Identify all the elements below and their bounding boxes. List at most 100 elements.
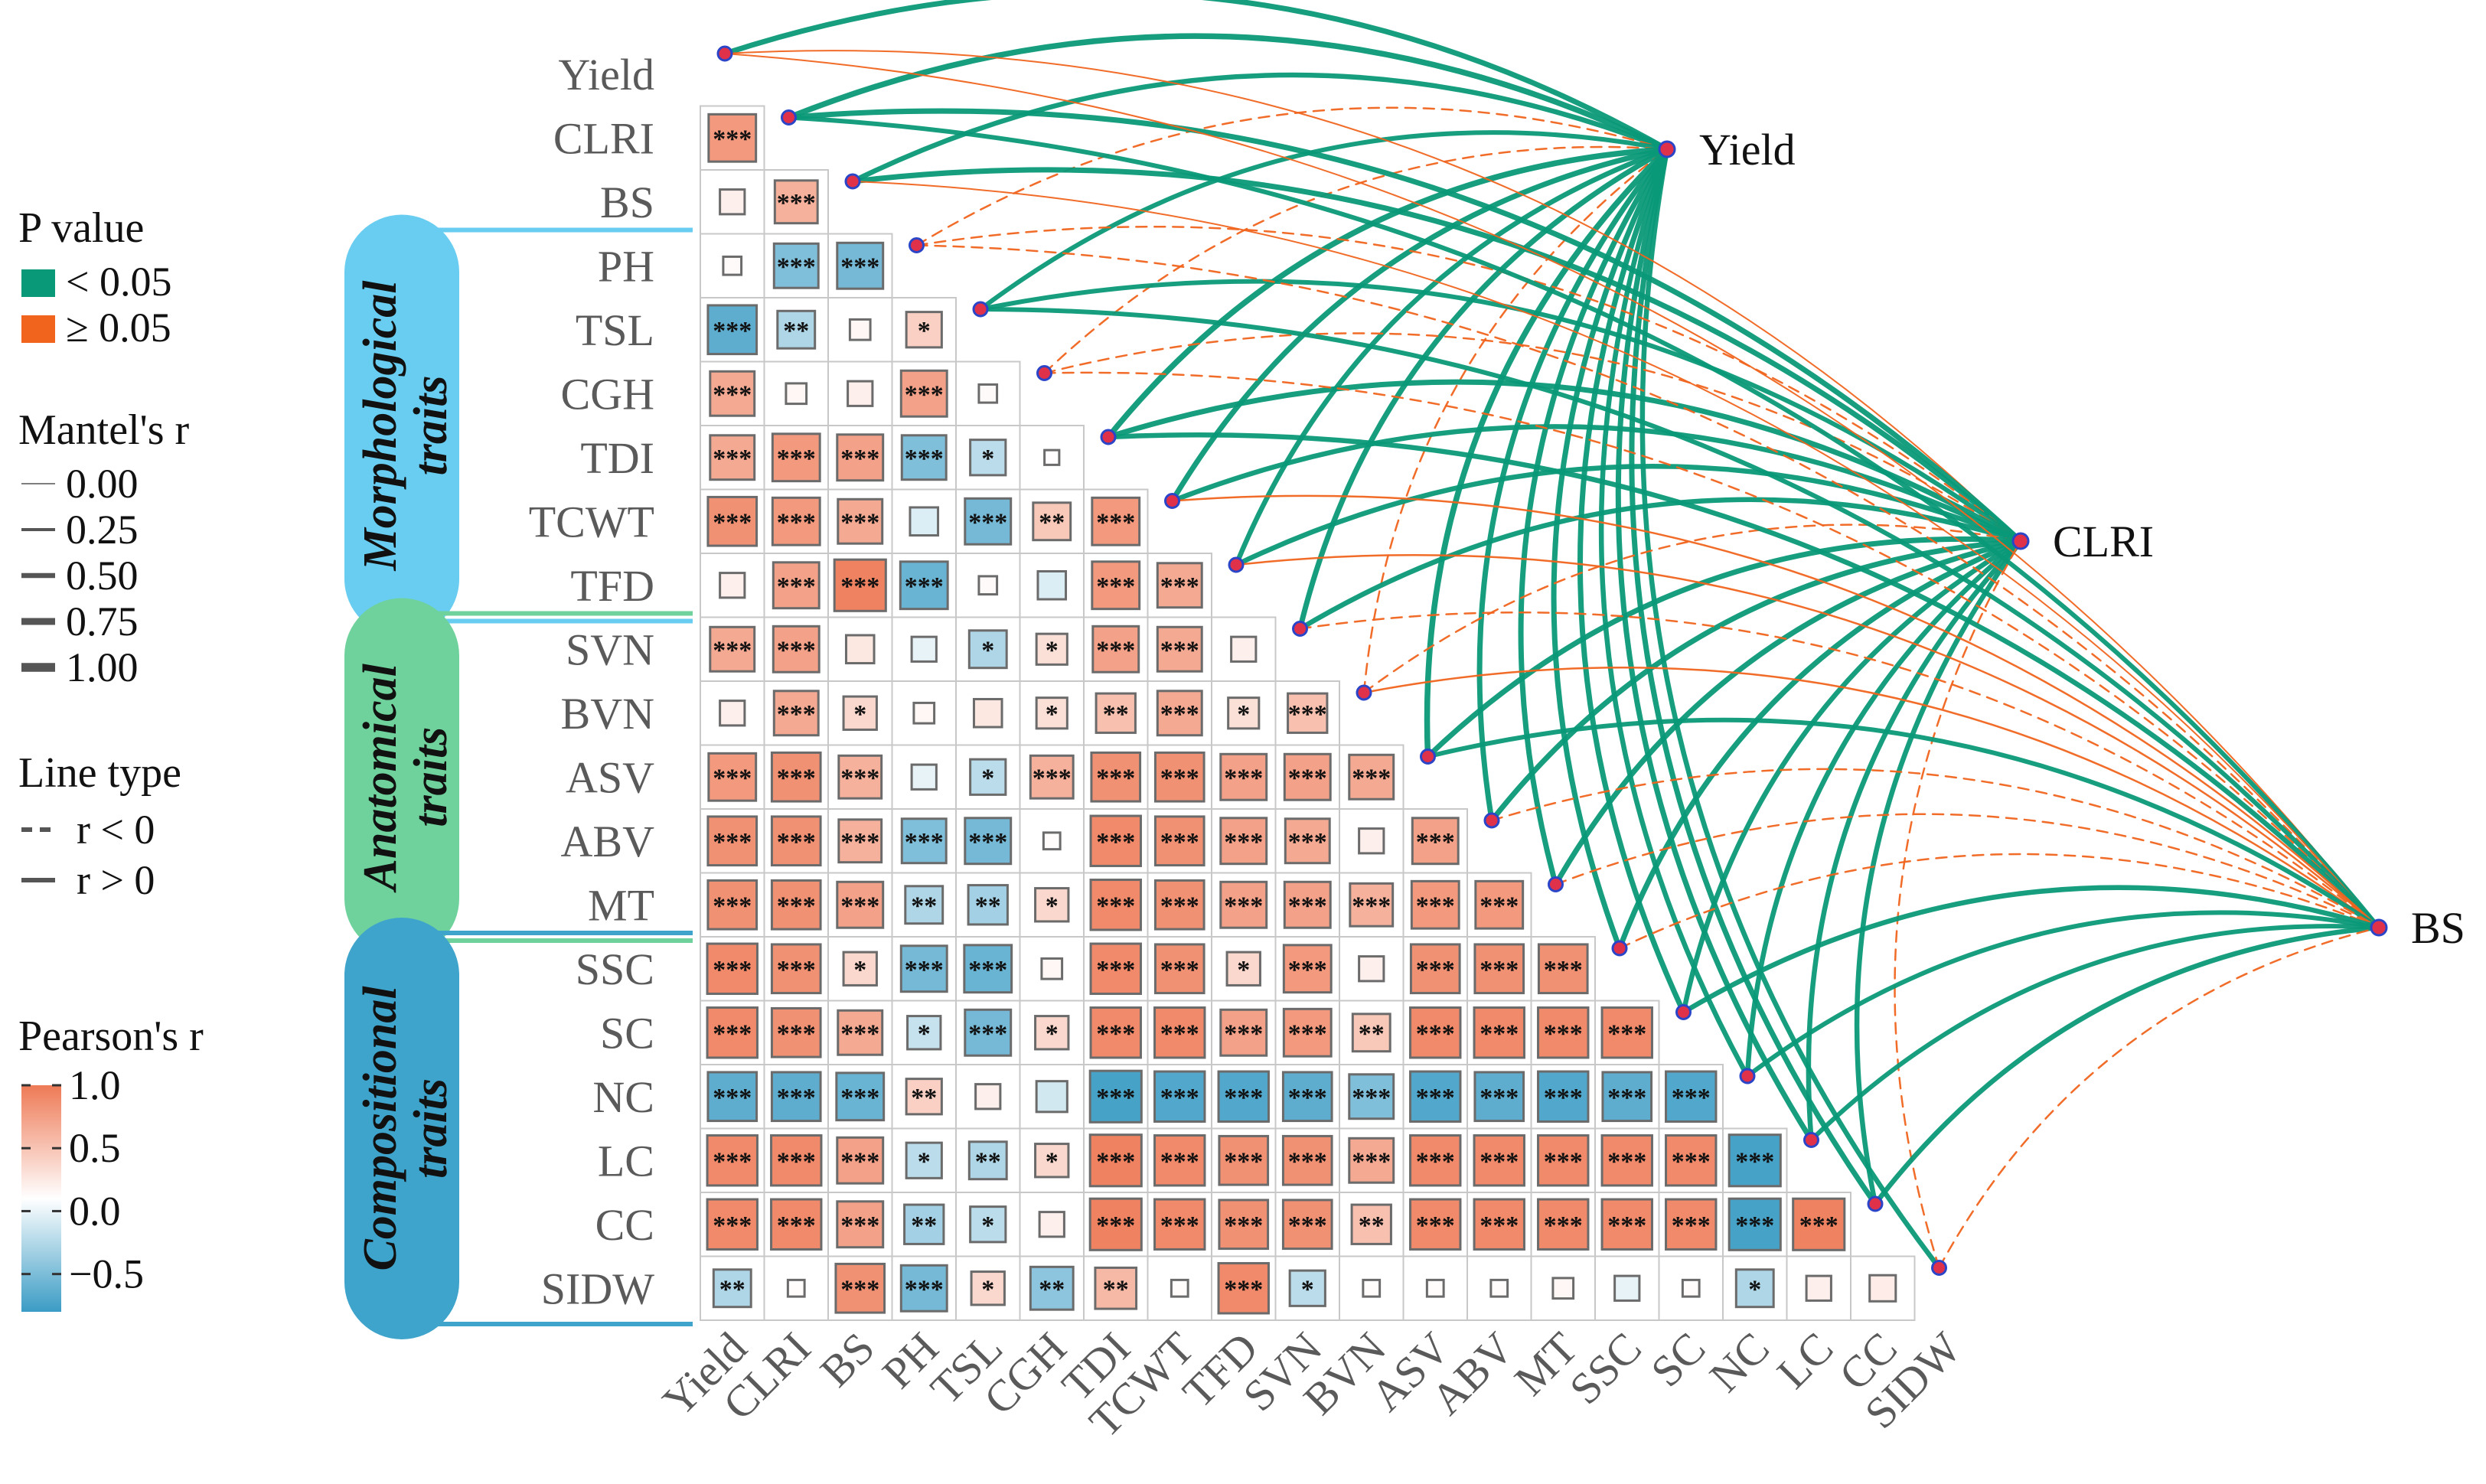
significance-mark: *** <box>777 636 816 664</box>
significance-mark: *** <box>713 1084 752 1112</box>
significance-mark: *** <box>1480 892 1519 920</box>
heatmap-cell-ssc-clri <box>770 943 822 995</box>
heatmap-cell-nc-sc <box>1665 1070 1718 1123</box>
anchor-point-abv <box>1483 812 1500 829</box>
heatmap-cell-sc-ssc <box>1600 1006 1653 1059</box>
significance-mark: *** <box>777 572 816 601</box>
significance-mark: *** <box>1544 1147 1583 1176</box>
heatmap-cell-abv-bvn <box>1358 827 1385 855</box>
significance-mark: *** <box>777 764 816 792</box>
significance-mark: * <box>981 1275 994 1303</box>
significance-mark: *** <box>1096 572 1135 601</box>
anchor-point-bs <box>844 173 861 190</box>
heatmap-cell-cc-tcwt <box>1153 1198 1206 1251</box>
heatmap-cell-lc-bvn <box>1348 1137 1395 1184</box>
heatmap-cell-nc-yield <box>706 1071 759 1123</box>
heatmap-cell-nc-bvn <box>1348 1073 1395 1120</box>
mantel-link-clri-yield <box>724 50 2021 542</box>
legend: P value < 0.05 ≥ 0.05 Mantel's r 0.000.2… <box>18 204 204 1312</box>
heatmap-cell-sc-mt <box>1537 1006 1590 1059</box>
heatmap-cell-nc-clri <box>770 1071 822 1123</box>
significance-mark: *** <box>1480 1019 1519 1048</box>
heatmap-cell-mt-clri <box>770 879 822 931</box>
anchor-point-cc <box>1867 1195 1884 1212</box>
significance-mark: *** <box>1288 1212 1327 1240</box>
significance-mark: *** <box>1288 892 1327 920</box>
heatmap-cell-sc-bs <box>837 1009 884 1056</box>
significance-mark: * <box>981 445 994 473</box>
significance-mark: *** <box>713 828 752 856</box>
heatmap-cell-ssc-svn <box>1282 944 1333 994</box>
heatmap-cell-abv-tcwt <box>1153 815 1205 867</box>
col-label-ssc: SSC <box>1560 1323 1651 1414</box>
mantel-link-bs-tdi <box>1105 432 2382 931</box>
heatmap-cell-cc-ph <box>903 1203 945 1245</box>
significance-mark: *** <box>1224 1275 1263 1303</box>
heatmap-cell-asv-yield <box>707 752 758 802</box>
mantel-link-yield-cc <box>1629 146 1878 1207</box>
significance-mark: *** <box>1160 636 1199 664</box>
row-label-nc: NC <box>592 1072 654 1122</box>
heatmap-cell-nc-abv <box>1473 1071 1525 1123</box>
heatmap-cell-tfd-cgh <box>1036 569 1068 601</box>
heatmap-cell-svn-tdi <box>1091 625 1140 674</box>
anchor-point-lc <box>1803 1132 1819 1148</box>
heatmap-cell-abv-tdi <box>1089 814 1142 867</box>
row-label-tcwt: TCWT <box>529 497 654 546</box>
heatmap-cell-sidw-cc <box>1868 1274 1897 1303</box>
significance-mark: *** <box>1224 1147 1263 1176</box>
heatmap-cell-lc-yield <box>706 1134 759 1187</box>
significance-mark: *** <box>713 445 752 473</box>
significance-mark: *** <box>1096 508 1135 537</box>
heatmap-cell-cc-cgh <box>1038 1211 1065 1238</box>
significance-mark: *** <box>1480 1084 1519 1112</box>
significance-mark: *** <box>1607 1019 1646 1048</box>
significance-mark: *** <box>840 1084 879 1112</box>
heatmap-cell-abv-bs <box>837 818 883 864</box>
significance-mark: *** <box>1352 1147 1391 1176</box>
significance-mark: * <box>1237 956 1250 984</box>
heatmap-cell-mt-tfd <box>1219 880 1268 929</box>
heatmap-cell-lc-tfd <box>1218 1134 1270 1186</box>
legend-mantel-value: 0.00 <box>66 461 139 507</box>
mantel-link-yield-tdi <box>1105 146 1670 440</box>
significance-mark: *** <box>1288 700 1327 729</box>
significance-mark: *** <box>1096 1147 1135 1176</box>
legend-mantel-title: Mantel's r <box>18 406 190 454</box>
heatmap-cell-svn-tcwt <box>1156 625 1203 673</box>
heatmap-cell-mt-bvn <box>1349 882 1395 928</box>
mantel-link-clri-asv <box>1425 536 2024 759</box>
heatmap-cell-tcwt-yield <box>706 495 759 547</box>
significance-mark: * <box>981 636 994 664</box>
mantel-link-bs-bs <box>852 181 2380 928</box>
significance-mark: *** <box>1672 1147 1711 1176</box>
significance-mark: * <box>918 317 931 345</box>
significance-mark: *** <box>1480 1212 1519 1240</box>
significance-mark: *** <box>840 828 879 856</box>
heatmap-cell-bvn-ph <box>912 701 936 725</box>
significance-mark: *** <box>1033 764 1072 792</box>
col-label-lc: LC <box>1767 1323 1842 1398</box>
heatmap-cell-mt-cgh <box>1034 887 1070 923</box>
row-label-svn: SVN <box>566 625 654 674</box>
heatmap-cell-tfd-ph <box>899 560 949 611</box>
heatmap-cell-cc-mt <box>1537 1198 1590 1251</box>
heatmap-cell-sc-abv <box>1473 1006 1525 1059</box>
significance-mark: *** <box>1416 892 1455 920</box>
mantel-link-yield-asv <box>1424 146 1670 760</box>
significance-mark: *** <box>1735 1147 1774 1176</box>
heatmap-cell-sidw-clri <box>786 1278 806 1298</box>
significance-mark: ** <box>783 317 809 345</box>
significance-mark: *** <box>1096 956 1135 984</box>
mantel-link-yield-bs <box>850 72 1670 184</box>
heatmap-cell-cc-tfd <box>1218 1199 1270 1251</box>
heatmap-cell-cc-sc <box>1665 1198 1718 1251</box>
heatmap-cell-nc-asv <box>1409 1070 1462 1123</box>
significance-mark: *** <box>777 892 816 920</box>
significance-mark: *** <box>840 1212 879 1240</box>
group-label-anatomical-traits: Anatomicaltraits <box>354 663 457 893</box>
heatmap-cell-lc-svn <box>1281 1134 1333 1186</box>
significance-mark: *** <box>1096 636 1135 664</box>
significance-mark: *** <box>968 956 1007 984</box>
heatmap-cell-bvn-cgh <box>1035 696 1068 730</box>
